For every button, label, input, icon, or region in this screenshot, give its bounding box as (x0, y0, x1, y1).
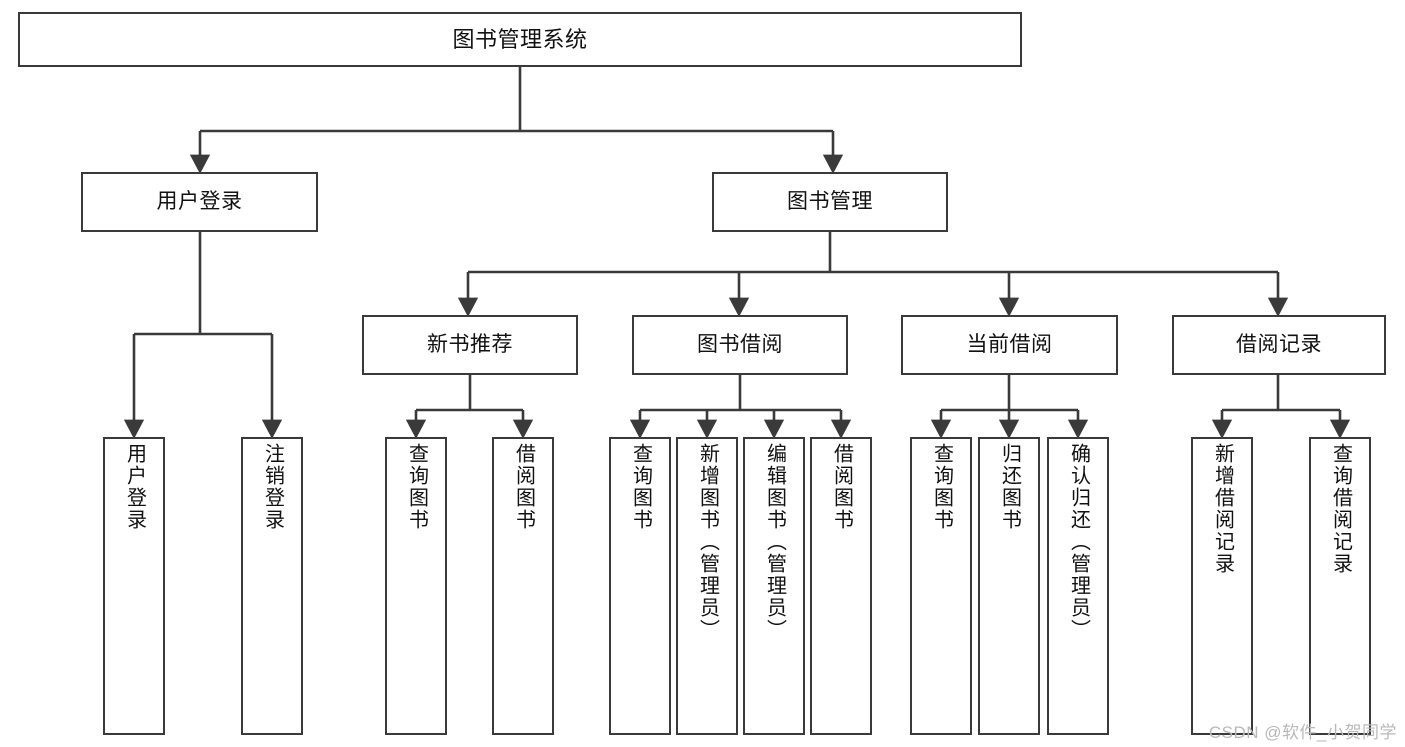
leaf-new-book-borrow-book[interactable]: 借阅图书 (492, 437, 554, 735)
node-label: 当前借阅 (966, 332, 1053, 356)
leaf-book-borrow-query-book[interactable]: 查询图书 (609, 437, 671, 735)
node-label: 查询图书 (629, 443, 652, 531)
node-borrow-record[interactable]: 借阅记录 (1172, 315, 1386, 375)
node-root-book-management-system[interactable]: 图书管理系统 (18, 12, 1022, 67)
node-label: 借阅图书 (512, 443, 535, 531)
leaf-user-login-login[interactable]: 用户登录 (103, 437, 165, 735)
node-current-borrow[interactable]: 当前借阅 (901, 315, 1118, 375)
leaf-book-borrow-borrow-book[interactable]: 借阅图书 (810, 437, 872, 735)
node-label: 归还图书 (998, 443, 1021, 531)
leaf-current-borrow-query-book[interactable]: 查询图书 (910, 437, 972, 735)
leaf-borrow-record-query-record[interactable]: 查询借阅记录 (1309, 437, 1371, 735)
node-label: 用户登录 (156, 189, 243, 213)
leaf-current-borrow-confirm-return-admin[interactable]: 确认归还（管理员） (1047, 437, 1109, 735)
leaf-current-borrow-return-book[interactable]: 归还图书 (978, 437, 1040, 735)
node-user-login[interactable]: 用户登录 (81, 172, 318, 232)
node-book-borrow[interactable]: 图书借阅 (632, 315, 848, 375)
leaf-user-login-logout[interactable]: 注销登录 (241, 437, 303, 735)
node-label: 查询图书 (930, 443, 953, 531)
node-label: 新书推荐 (427, 332, 513, 356)
node-label: 新增借阅记录 (1211, 443, 1234, 575)
leaf-book-borrow-add-book-admin[interactable]: 新增图书（管理员） (676, 437, 738, 735)
node-label: 查询借阅记录 (1329, 443, 1352, 575)
node-label: 借阅图书 (830, 443, 853, 531)
node-label: 用户登录 (123, 443, 146, 531)
node-label: 编辑图书（管理员） (763, 443, 786, 641)
csdn-watermark: CSDN @软件_小贺同学 (1208, 723, 1397, 742)
node-label: 查询图书 (405, 443, 428, 531)
node-new-book-recommend[interactable]: 新书推荐 (362, 315, 578, 375)
leaf-borrow-record-add-record[interactable]: 新增借阅记录 (1191, 437, 1253, 735)
node-label: 注销登录 (261, 443, 284, 531)
node-label: 借阅记录 (1236, 332, 1322, 356)
node-label: 图书管理 (787, 189, 873, 213)
leaf-book-borrow-edit-book-admin[interactable]: 编辑图书（管理员） (743, 437, 805, 735)
node-book-management[interactable]: 图书管理 (712, 172, 948, 232)
node-label: 图书借阅 (697, 332, 783, 356)
node-label: 确认归还（管理员） (1067, 443, 1090, 641)
node-label: 图书管理系统 (452, 26, 588, 52)
node-label: 新增图书（管理员） (696, 443, 719, 641)
leaf-new-book-query-book[interactable]: 查询图书 (385, 437, 447, 735)
